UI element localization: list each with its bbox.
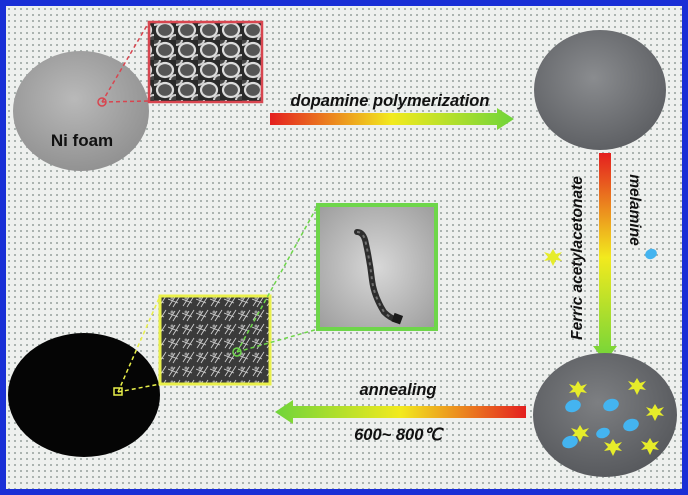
zoom-line (236, 328, 319, 353)
tem-inset (316, 203, 438, 331)
step3-label: annealing (359, 381, 436, 399)
star-icon (641, 438, 659, 455)
step1-label: dopamine polymerization (291, 92, 490, 110)
star-icon (628, 378, 646, 395)
precursor-stars (569, 378, 664, 456)
blob-icon (596, 427, 610, 439)
zoom-marker (232, 347, 242, 357)
blue-blob-icon (645, 248, 657, 260)
star-icon (571, 425, 589, 442)
zoom-line (117, 295, 161, 393)
process-diagram: Ni foam dopamine polymerization Ferric a… (8, 20, 677, 477)
foam-sem-inset (147, 20, 264, 104)
arrow-polymerization (270, 108, 514, 130)
zoom-line (117, 383, 161, 393)
blob-icon (603, 398, 619, 412)
product-disc (8, 333, 160, 457)
zoom-line (101, 21, 150, 103)
star-icon (604, 439, 622, 456)
blob-icon (562, 435, 578, 449)
blob-icon (623, 418, 639, 432)
blob-icon (565, 399, 581, 413)
yellow-star-icon (544, 249, 562, 266)
star-icon (569, 381, 587, 398)
arrow-coating (593, 153, 617, 362)
zoom-marker (97, 97, 107, 107)
reagent-a-label: Ferric acetylacetonate (569, 176, 586, 340)
star-icon (646, 404, 664, 421)
arrow-annealing (275, 400, 526, 424)
pda-coated-disc (534, 30, 666, 150)
product-sem-inset (158, 294, 272, 386)
tem-nanotube-inner (356, 231, 398, 321)
zoom-marker (113, 387, 123, 396)
ni-foam-disc (13, 51, 149, 171)
precursor-blobs (562, 398, 639, 449)
ni-foam-label: Ni foam (51, 131, 113, 150)
tem-particle (391, 312, 404, 325)
reagent-b-label: melamine (626, 174, 643, 246)
zoom-line (101, 100, 150, 103)
step3-temperature: 600~ 800℃ (354, 426, 444, 444)
